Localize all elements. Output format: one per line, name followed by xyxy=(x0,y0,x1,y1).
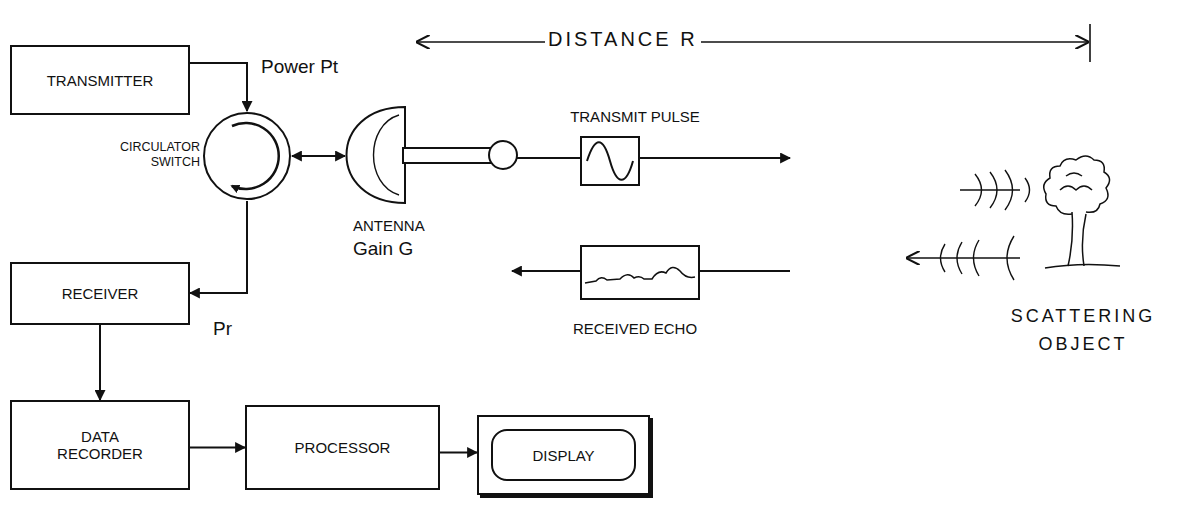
power-label: Power Pt xyxy=(258,56,341,78)
signal-arrow xyxy=(190,201,247,293)
distance-arrow xyxy=(417,41,1088,43)
node-label: TRANSMIT PULSE xyxy=(550,108,720,130)
received-power-label: Pr xyxy=(210,318,235,340)
returning-waves xyxy=(907,236,1020,280)
tree-illustration xyxy=(1044,156,1120,268)
received-echo: RECEIVED ECHO xyxy=(560,245,700,337)
node-label: Gain G xyxy=(353,238,520,260)
transmit-line xyxy=(512,157,790,159)
pulse-box xyxy=(580,136,640,186)
antenna-dish: ANTENNA Gain G xyxy=(345,105,520,260)
distance-tick xyxy=(1089,24,1091,62)
signal-arrow xyxy=(440,452,477,454)
transmitter-box: TRANSMITTER xyxy=(10,45,190,115)
node-label: DISPLAY xyxy=(491,429,636,481)
node-label: RECEIVED ECHO xyxy=(570,320,700,337)
signal-arrow xyxy=(190,63,247,111)
node-label: PROCESSOR xyxy=(295,439,391,456)
node-label: TRANSMITTER xyxy=(47,72,154,89)
node-label: RECEIVER xyxy=(62,285,139,302)
node-label: DATA RECORDER xyxy=(45,428,155,462)
echo-box xyxy=(580,245,700,300)
receiver-box: RECEIVER xyxy=(10,262,190,325)
data-recorder-box: DATA RECORDER xyxy=(10,400,190,490)
signal-arrow xyxy=(190,447,245,449)
node-label: ANTENNA xyxy=(353,217,520,234)
antenna-symbol xyxy=(345,105,520,207)
circulator-symbol xyxy=(202,111,292,201)
outgoing-waves xyxy=(960,170,1030,210)
distance-label: DISTANCE R xyxy=(545,28,701,51)
display-box: DISPLAY xyxy=(477,415,650,495)
signal-arrow xyxy=(99,325,101,400)
processor-box: PROCESSOR xyxy=(245,405,440,490)
circulator-switch: CIRCULATOR SWITCH xyxy=(105,110,295,202)
transmit-pulse: TRANSMIT PULSE xyxy=(550,108,720,186)
scattering-object-label: SCATTERING OBJECT xyxy=(980,302,1186,358)
signal-arrow xyxy=(292,155,345,157)
node-label: CIRCULATOR SWITCH xyxy=(97,140,200,170)
